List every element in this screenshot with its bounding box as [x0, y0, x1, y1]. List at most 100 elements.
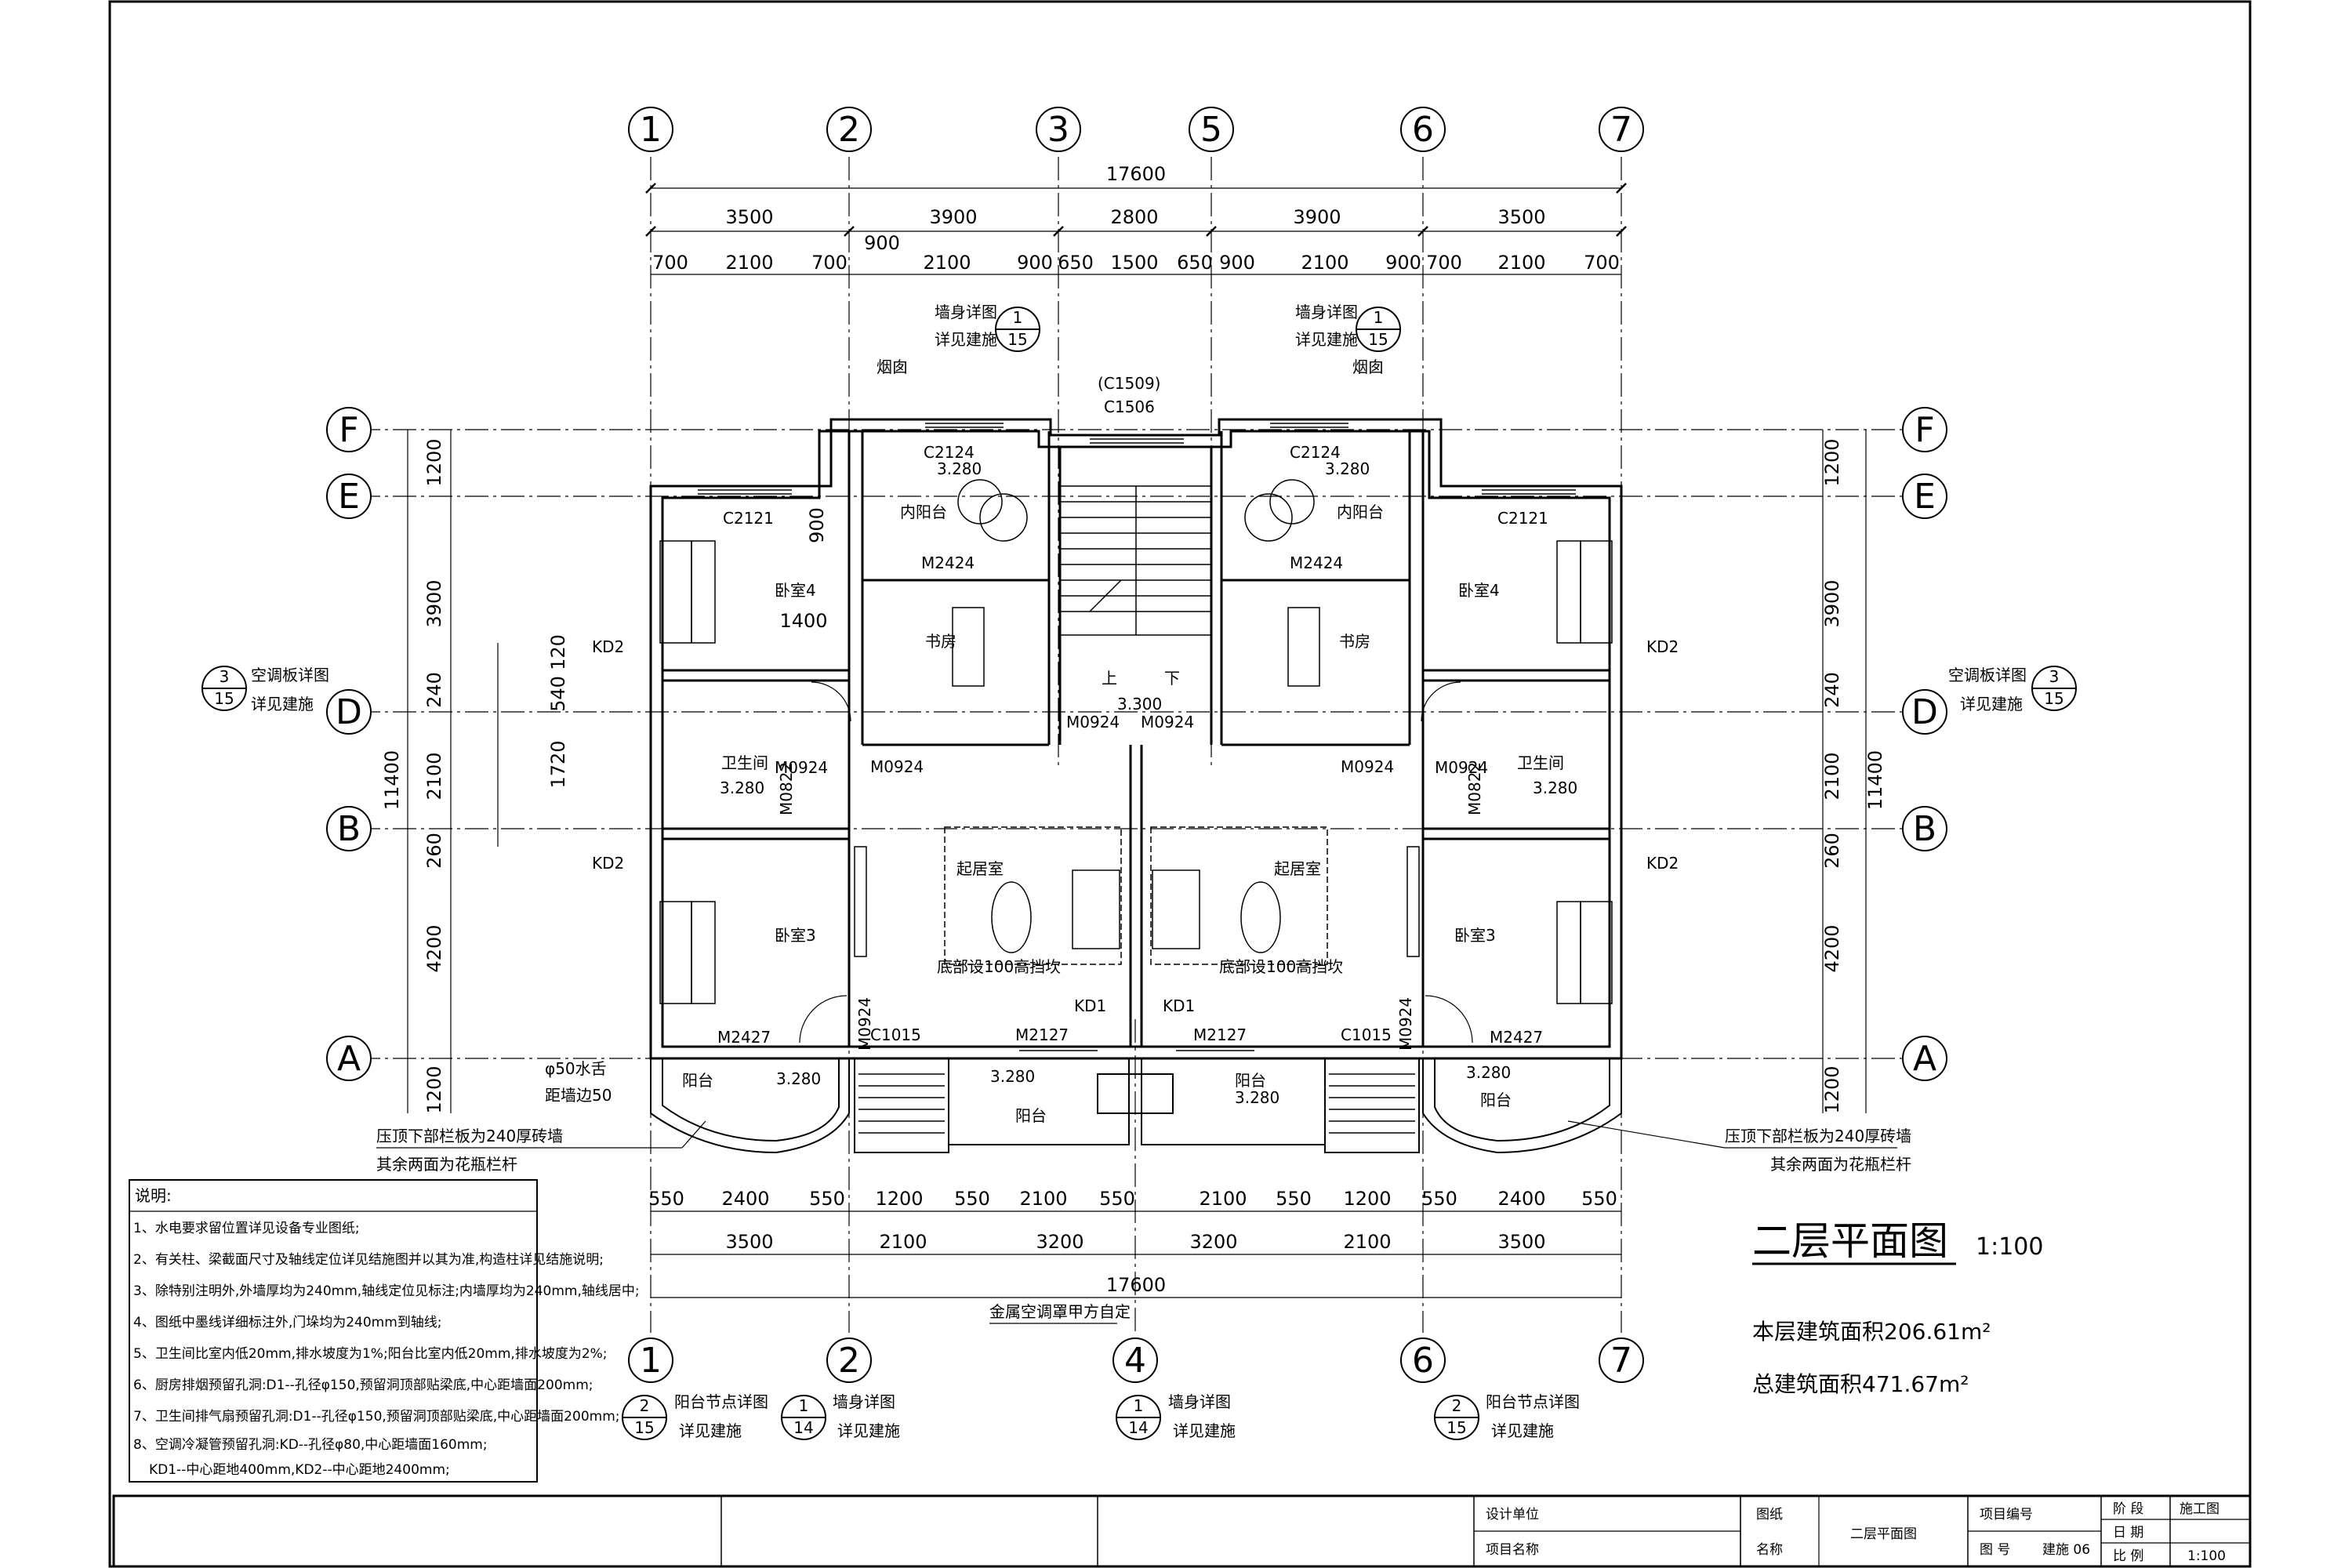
rail-note-left-2: 其余两面为花瓶栏杆 [376, 1155, 517, 1174]
elev-inner-balcony-right: 3.280 [1325, 459, 1370, 478]
dim-right-total: 11400 [1864, 750, 1886, 810]
svg-text:240: 240 [423, 672, 445, 708]
axis-bubble: 2 [826, 1338, 872, 1383]
dim-top-total: 17600 [1106, 163, 1166, 185]
svg-text:详见建施: 详见建施 [1295, 330, 1358, 349]
windows [698, 423, 1576, 1051]
svg-text:8、空调冷凝管预留孔洞:KD--孔径φ80,中心距墙面160: 8、空调冷凝管预留孔洞:KD--孔径φ80,中心距墙面160mm; [133, 1437, 488, 1453]
tb-scale-value: 1:100 [2187, 1548, 2226, 1564]
plan-scale: 1:100 [1976, 1233, 2043, 1261]
callout-wall-top-right: 1 15 墙身详图 详见建施 [1295, 303, 1401, 352]
axis-bubbles-right: F E D B A [1902, 407, 1947, 1081]
svg-text:详见建施: 详见建施 [679, 1421, 742, 1440]
svg-text:700: 700 [1426, 252, 1462, 274]
svg-text:1200: 1200 [1821, 438, 1843, 486]
axis-bubble: 1 [628, 107, 673, 152]
tag-m2427-right: M2427 [1490, 1028, 1543, 1047]
svg-text:120: 120 [547, 634, 569, 670]
svg-text:2100: 2100 [923, 252, 971, 274]
svg-text:650: 650 [1058, 252, 1094, 274]
living-furniture-left [854, 826, 1122, 965]
rail-note-left-1: 压顶下部栏板为240厚砖墙 [376, 1127, 563, 1145]
svg-text:2100: 2100 [879, 1231, 927, 1253]
svg-text:6、厨房排烟预留孔洞:D1--孔径φ150,预留洞顶部贴梁底: 6、厨房排烟预留孔洞:D1--孔径φ150,预留洞顶部贴梁底,中心距墙面200m… [133, 1377, 593, 1393]
tb-drawing-name: 二层平面图 [1850, 1526, 1917, 1542]
bed-left-upper [659, 540, 716, 644]
room-living-right: 起居室 [1274, 859, 1321, 878]
dim-right-row1: 1200 3900 240 2100 260 4200 1200 [1821, 438, 1843, 1113]
svg-text:900: 900 [1017, 252, 1053, 274]
svg-text:4200: 4200 [423, 924, 445, 972]
tb-drawing-no: 建施 06 [2042, 1542, 2090, 1558]
leader-lines [376, 1120, 1897, 1324]
svg-text:7: 7 [1610, 1341, 1632, 1381]
axis-bubble: 7 [1599, 1338, 1644, 1383]
tag-kd1-right: KD1 [1163, 996, 1195, 1015]
tag-c1015-left: C1015 [870, 1025, 921, 1044]
svg-text:1500: 1500 [1110, 252, 1158, 274]
left-dimensions [407, 430, 499, 1113]
dim-top-2: 3900 [929, 206, 977, 228]
tag-c1506: C1506 [1104, 397, 1155, 416]
svg-text:1720: 1720 [547, 740, 569, 788]
svg-text:1、水电要求留位置详见设备专业图纸;: 1、水电要求留位置详见设备专业图纸; [133, 1221, 360, 1236]
svg-text:550: 550 [1581, 1188, 1617, 1210]
axis-bubble: E [1902, 474, 1947, 519]
svg-text:B: B [337, 809, 361, 849]
floor-area: 本层建筑面积206.61m² [1752, 1319, 1991, 1345]
dim-top-row2: 700 2100 700 2100 900 650 1500 650 900 2… [652, 252, 1620, 274]
total-area: 总建筑面积471.67m² [1752, 1371, 1969, 1397]
tag-m2424-right: M2424 [1290, 554, 1343, 572]
svg-text:7、卫生间排气扇预留孔洞:D1--孔径φ150,预留洞顶部贴: 7、卫生间排气扇预留孔洞:D1--孔径φ150,预留洞顶部贴梁底,中心距墙面20… [133, 1409, 619, 1425]
bottom-dimensions [651, 1210, 1621, 1298]
sofa-note-right: 底部设100高挡坎 [1219, 957, 1343, 976]
tb-name-label: 名称 [1756, 1542, 1783, 1558]
svg-text:4200: 4200 [1821, 924, 1843, 972]
svg-text:1: 1 [1013, 308, 1023, 327]
svg-text:700: 700 [652, 252, 688, 274]
room-balcony-2: 阳台 [1015, 1106, 1047, 1125]
svg-text:E: E [1914, 477, 1936, 517]
svg-text:2100: 2100 [725, 252, 773, 274]
room-bedroom3-right: 卧室3 [1454, 926, 1496, 945]
elev-balcony-1: 3.280 [776, 1069, 821, 1088]
study-desks [952, 479, 1320, 687]
svg-text:700: 700 [1584, 252, 1620, 274]
svg-text:1: 1 [799, 1396, 809, 1415]
svg-text:3: 3 [220, 667, 230, 686]
svg-text:1400: 1400 [779, 610, 827, 632]
svg-text:B: B [1913, 809, 1936, 849]
svg-text:详见建施: 详见建施 [1491, 1421, 1554, 1440]
axis-bubble: F [1902, 407, 1947, 452]
tag-m0924-7: M0924 [855, 997, 874, 1051]
pipe-note-2: 距墙边50 [545, 1086, 612, 1105]
svg-text:3: 3 [2049, 667, 2060, 686]
dim-top-4: 3900 [1293, 206, 1341, 228]
rail-note-right-1: 压顶下部栏板为240厚砖墙 [1725, 1127, 1911, 1145]
tag-chimney-right: 烟囱 [1352, 358, 1384, 376]
title-block [112, 1494, 2252, 1568]
axis-bubble: 6 [1400, 1338, 1446, 1383]
svg-text:阳台节点详图: 阳台节点详图 [1486, 1392, 1580, 1411]
tag-c2121-left: C2121 [723, 509, 774, 528]
balconies [650, 1058, 1622, 1154]
dim-top-1: 3500 [725, 206, 773, 228]
svg-text:1200: 1200 [423, 438, 445, 486]
callout-bottom-2: 1 14 墙身详图 详见建施 [781, 1392, 900, 1440]
axis-bubble: 7 [1599, 107, 1644, 152]
bed-left-lower [659, 901, 716, 1004]
axis-grid [357, 157, 1921, 1333]
room-bedroom4-left: 卧室4 [775, 581, 816, 600]
tb-date-label: 日 期 [2113, 1525, 2143, 1541]
svg-text:2100: 2100 [423, 752, 445, 800]
axis-bubble: A [1902, 1036, 1947, 1081]
svg-text:14: 14 [1128, 1418, 1148, 1437]
tb-drawing-label: 图纸 [1756, 1507, 1783, 1523]
svg-text:墙身详图: 墙身详图 [1168, 1392, 1231, 1411]
stair-up-label: 上 [1102, 669, 1117, 688]
balcony-steps-left [858, 1073, 945, 1134]
axis-bubble: F [326, 407, 372, 452]
svg-text:1: 1 [640, 1341, 662, 1381]
tag-m2127-right: M2127 [1193, 1025, 1247, 1044]
